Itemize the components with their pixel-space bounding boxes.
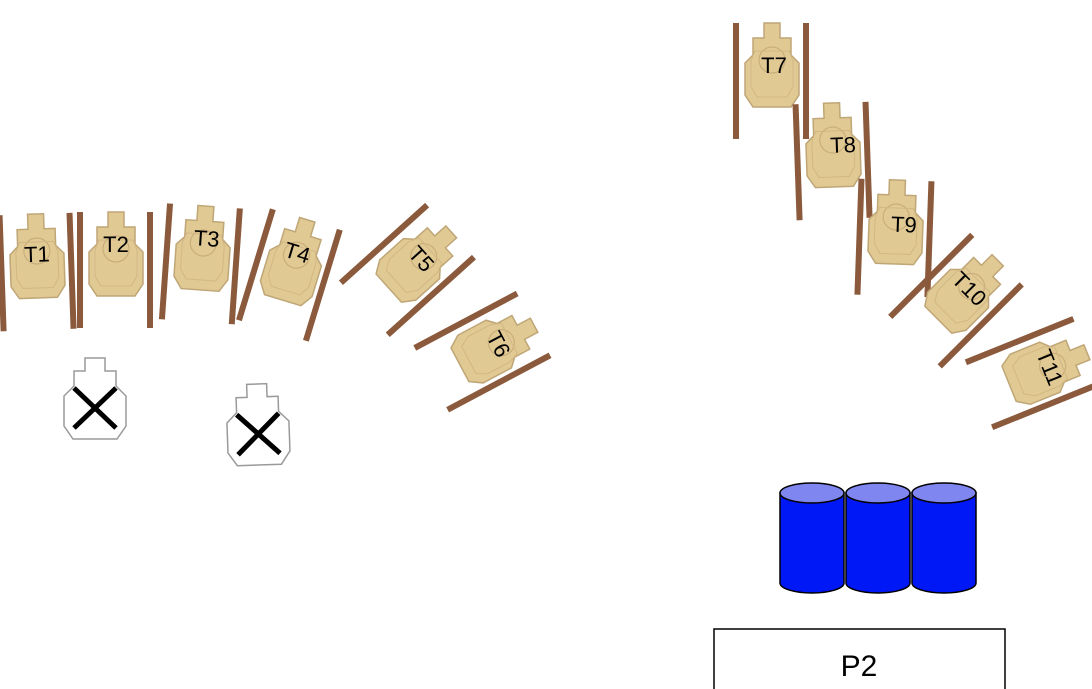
- target-label-t3: T3: [193, 225, 220, 252]
- barrel-2: [845, 482, 911, 594]
- barrel-3: [911, 482, 977, 594]
- target-label-t9: T9: [891, 212, 918, 238]
- target-label-t2: T2: [103, 232, 129, 257]
- target-t8: T8: [791, 100, 874, 222]
- position-label: P2: [841, 650, 878, 683]
- target-label-t1: T1: [24, 241, 51, 267]
- no-shoot-target-2: [226, 383, 291, 466]
- target-label-t7: T7: [761, 53, 787, 78]
- target-t6: T6: [412, 290, 553, 414]
- target-t7: T7: [732, 22, 810, 140]
- target-t4: T4: [235, 207, 344, 343]
- target-t1: T1: [0, 211, 78, 333]
- target-t11: T11: [964, 315, 1092, 431]
- barrel-1: [779, 482, 845, 594]
- barrels: [779, 482, 977, 594]
- no-shoot-target-1: [64, 358, 126, 439]
- position-box-p2: P2: [713, 628, 1006, 689]
- target-t9: T9: [853, 177, 936, 298]
- target-t2: T2: [76, 211, 154, 329]
- target-label-t8: T8: [830, 132, 857, 158]
- target-t3: T3: [158, 202, 244, 326]
- target-t5: T5: [338, 202, 477, 338]
- target-t10: T10: [887, 231, 1025, 370]
